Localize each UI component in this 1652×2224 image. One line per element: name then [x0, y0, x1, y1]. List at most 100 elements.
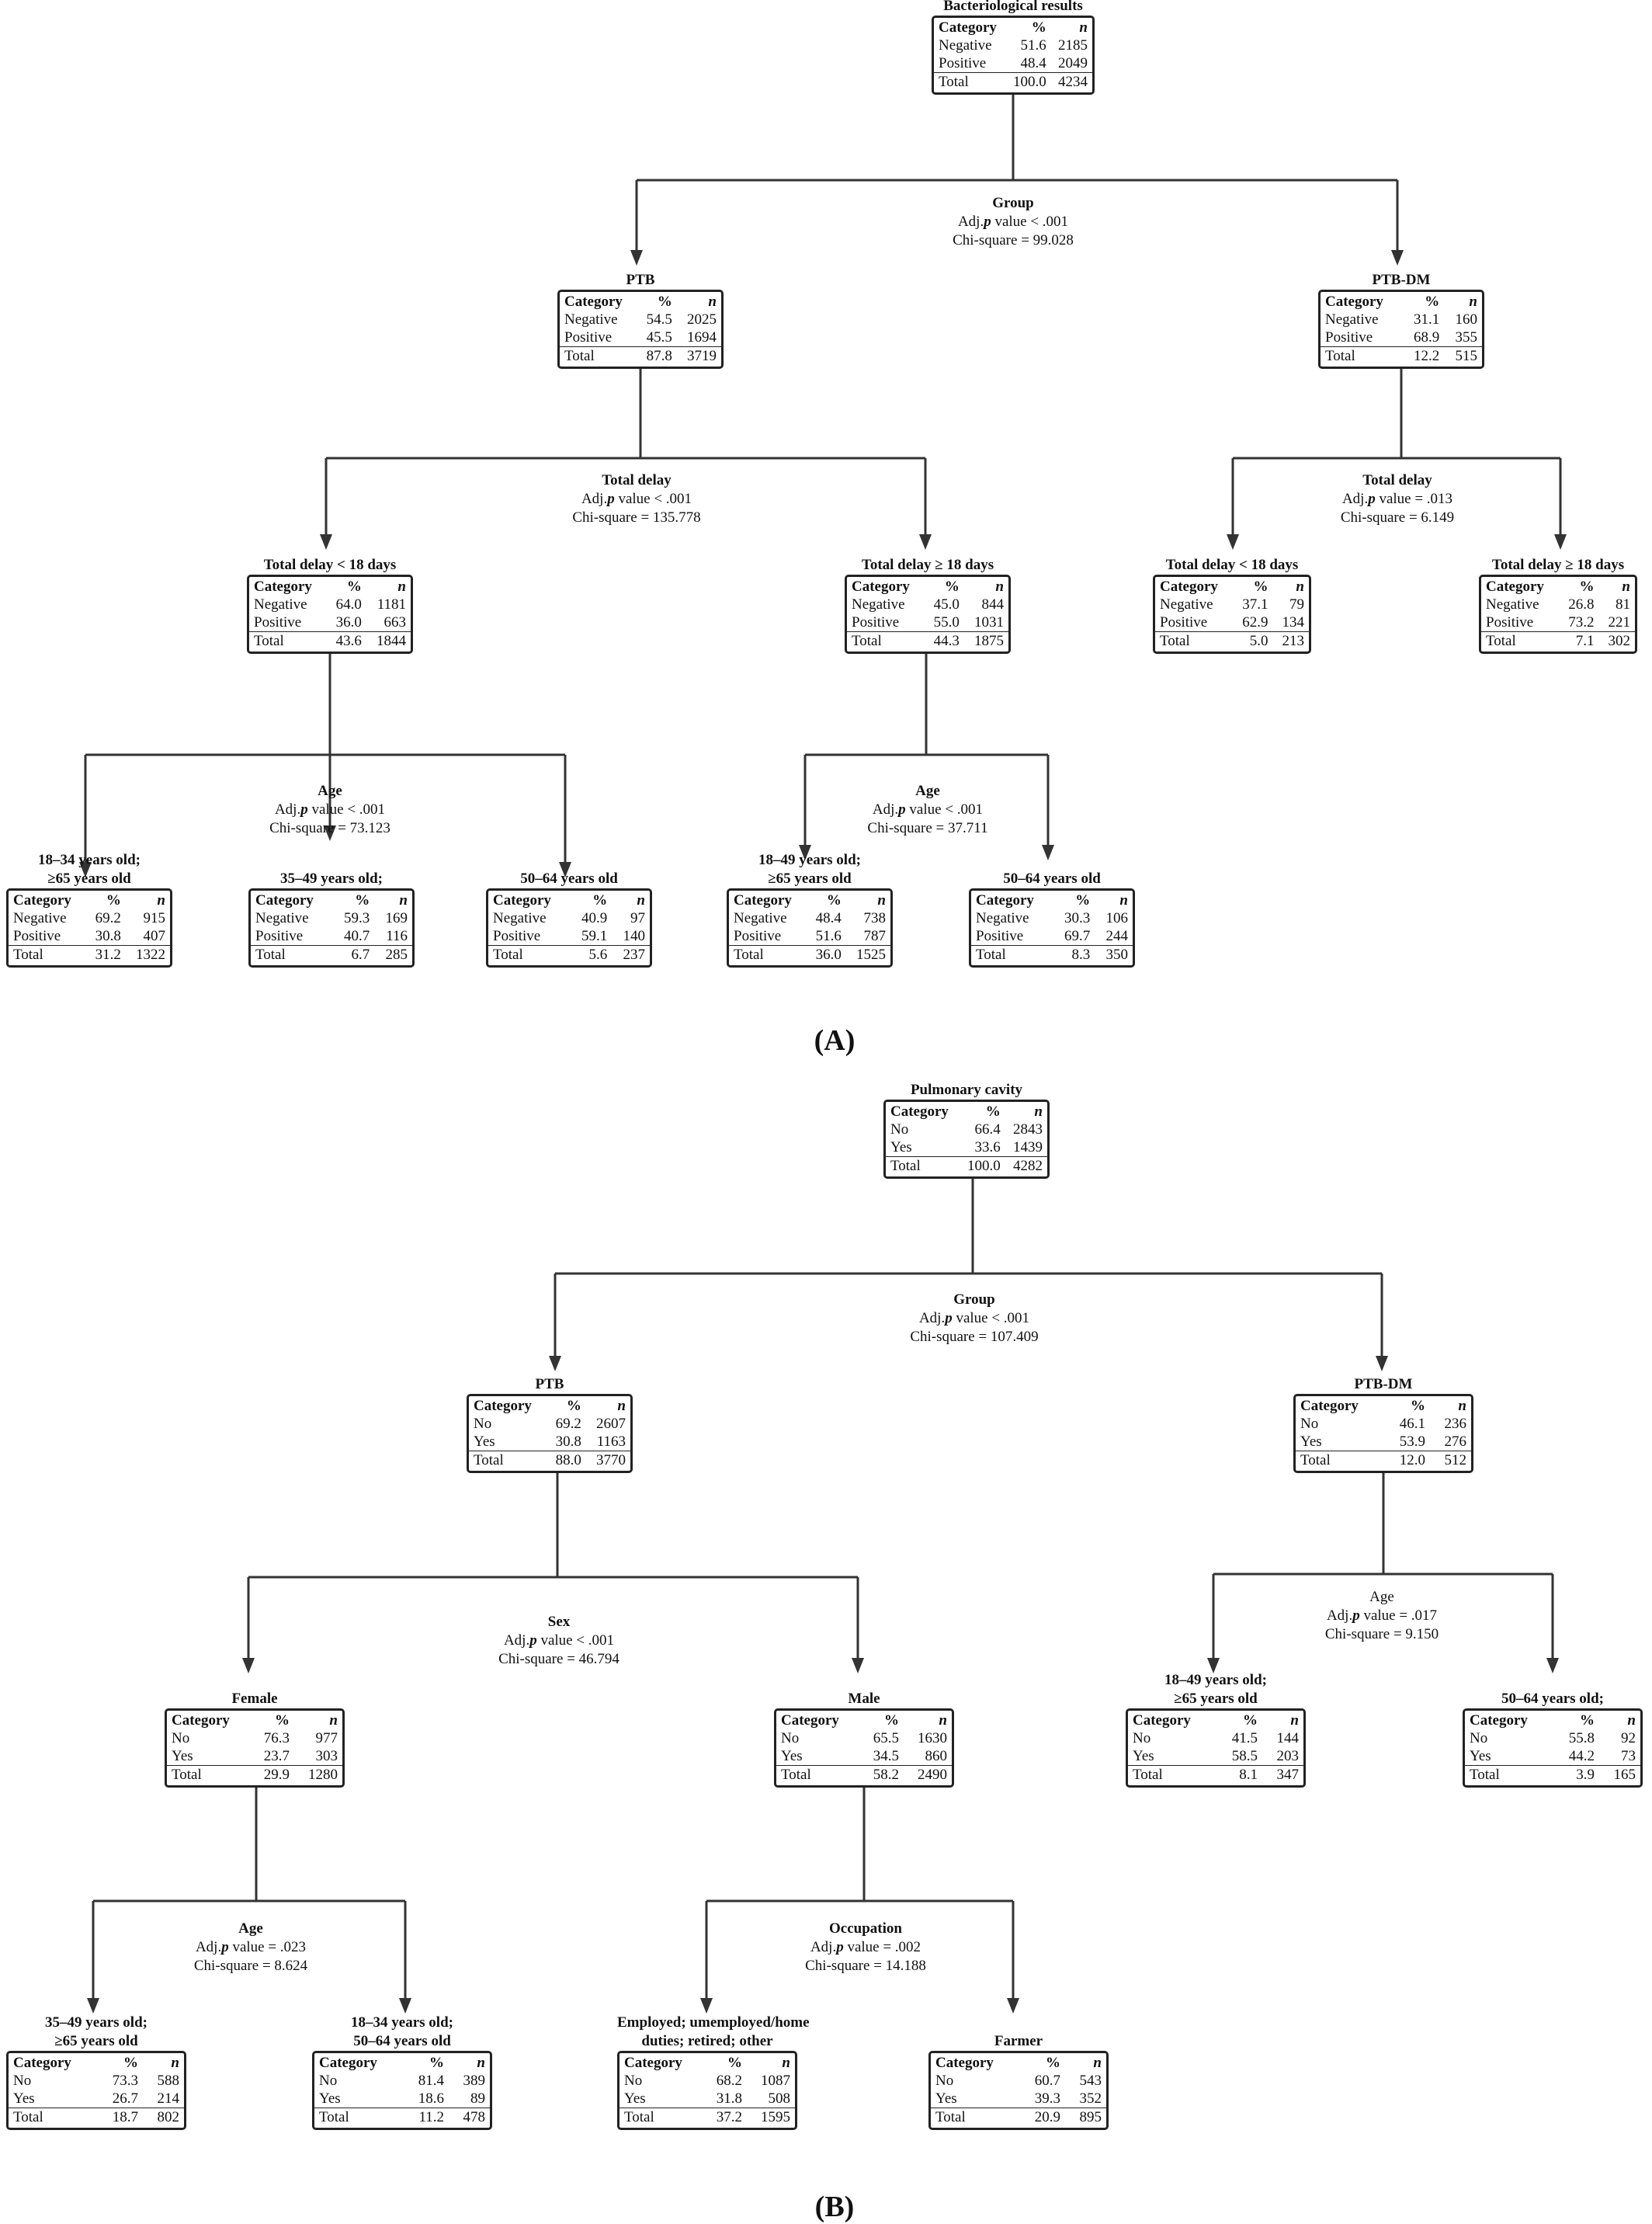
- row-percent: 58.2: [859, 1765, 904, 1784]
- header-n: n: [877, 892, 886, 909]
- pvalue-p: p: [1352, 1607, 1360, 1624]
- row-count: 3719: [676, 346, 721, 365]
- row-percent: 66.4: [974, 1121, 1001, 1138]
- node-title: 50–64 years old: [969, 870, 1135, 888]
- node-table-header: Category%n: [1321, 292, 1482, 311]
- row-category: Yes: [1470, 1748, 1491, 1764]
- row-category: Total: [167, 1765, 251, 1784]
- header-n: n: [1469, 294, 1477, 310]
- row-percent: 26.8: [1568, 596, 1595, 613]
- edge-arrowhead: [1207, 1658, 1220, 1673]
- row-count: 895: [1064, 2108, 1106, 2126]
- split-pvalue: Adj.p value < .001: [572, 490, 700, 509]
- node-title: 18–34 years old;≥65 years old: [6, 851, 172, 888]
- row-percent: 31.2: [85, 945, 126, 964]
- node-title: 35–49 years old;≥65 years old: [6, 2014, 186, 2051]
- header-category: Category: [1160, 579, 1218, 595]
- node-title-line: ≥65 years old: [47, 870, 131, 887]
- split-chi-square: Chi-square = 107.409: [910, 1328, 1038, 1347]
- node-table-header: Category%n: [886, 1102, 1047, 1121]
- row-category: No: [13, 2073, 32, 2089]
- edge-arrowhead: [549, 1356, 561, 1371]
- header-percent: %: [592, 892, 608, 909]
- row-category: Total: [886, 1156, 960, 1175]
- split-variable: Total delay: [1362, 472, 1432, 488]
- edge-arrowhead: [324, 825, 336, 841]
- row-category: Negative: [254, 596, 307, 613]
- row-category: Total: [620, 2108, 703, 2126]
- row-percent: 40.7: [343, 928, 370, 944]
- node-title-line: 50–64 years old: [1003, 870, 1101, 887]
- header-category: Category: [474, 1398, 532, 1414]
- header-n: n: [329, 1712, 338, 1729]
- pvalue-p: p: [984, 214, 991, 230]
- row-percent: 37.2: [703, 2108, 747, 2126]
- node-title-line: 18–49 years old;: [758, 852, 861, 868]
- header-category: Category: [493, 892, 551, 909]
- pvalue-prefix: Adj.: [274, 801, 301, 818]
- row-category: Total: [1481, 631, 1559, 650]
- split-pvalue: Adj.p value = .002: [805, 1938, 926, 1957]
- row-percent: 36.0: [806, 945, 846, 964]
- row-percent: 12.2: [1401, 346, 1445, 365]
- node-title-line: ≥65 years old: [54, 2033, 138, 2049]
- row-percent: 12.0: [1383, 1451, 1430, 1469]
- header-category: Category: [1470, 1712, 1528, 1729]
- node-table-header: Category%n: [1465, 1711, 1640, 1729]
- row-category: Negative: [1325, 311, 1379, 328]
- row-percent: 26.7: [112, 2090, 138, 2107]
- row-percent: 76.3: [263, 1730, 290, 1746]
- row-count: 844: [981, 596, 1005, 613]
- pvalue-text: value < .001: [540, 1632, 615, 1649]
- row-count: 214: [157, 2090, 180, 2107]
- row-count: 81: [1616, 596, 1630, 613]
- row-category: Positive: [852, 614, 900, 631]
- pvalue-text: value = .002: [847, 1939, 921, 1955]
- node-table-header: Category%n: [729, 891, 890, 909]
- pvalue-prefix: Adj.: [1341, 491, 1369, 507]
- row-percent: 31.1: [1413, 311, 1440, 328]
- header-n: n: [399, 892, 408, 909]
- node-title-line: Bacteriological results: [943, 0, 1083, 14]
- header-percent: %: [346, 579, 362, 595]
- row-category: Yes: [781, 1748, 803, 1764]
- node-title: Total delay < 18 days: [247, 556, 413, 575]
- node-table-header: Category%n: [971, 891, 1133, 909]
- row-category: Yes: [1300, 1433, 1322, 1450]
- row-category: Negative: [976, 910, 1029, 926]
- row-category: Negative: [13, 910, 67, 926]
- row-percent: 73.2: [1568, 614, 1595, 631]
- edge-arrowhead: [630, 250, 643, 266]
- node-title: Male: [774, 1690, 954, 1708]
- header-category: Category: [781, 1712, 839, 1729]
- row-category: Total: [1296, 1451, 1384, 1469]
- row-count: 1087: [761, 2073, 790, 2089]
- header-n: n: [1093, 2055, 1102, 2071]
- pvalue-p: p: [221, 1939, 229, 1955]
- row-count: 663: [384, 614, 407, 631]
